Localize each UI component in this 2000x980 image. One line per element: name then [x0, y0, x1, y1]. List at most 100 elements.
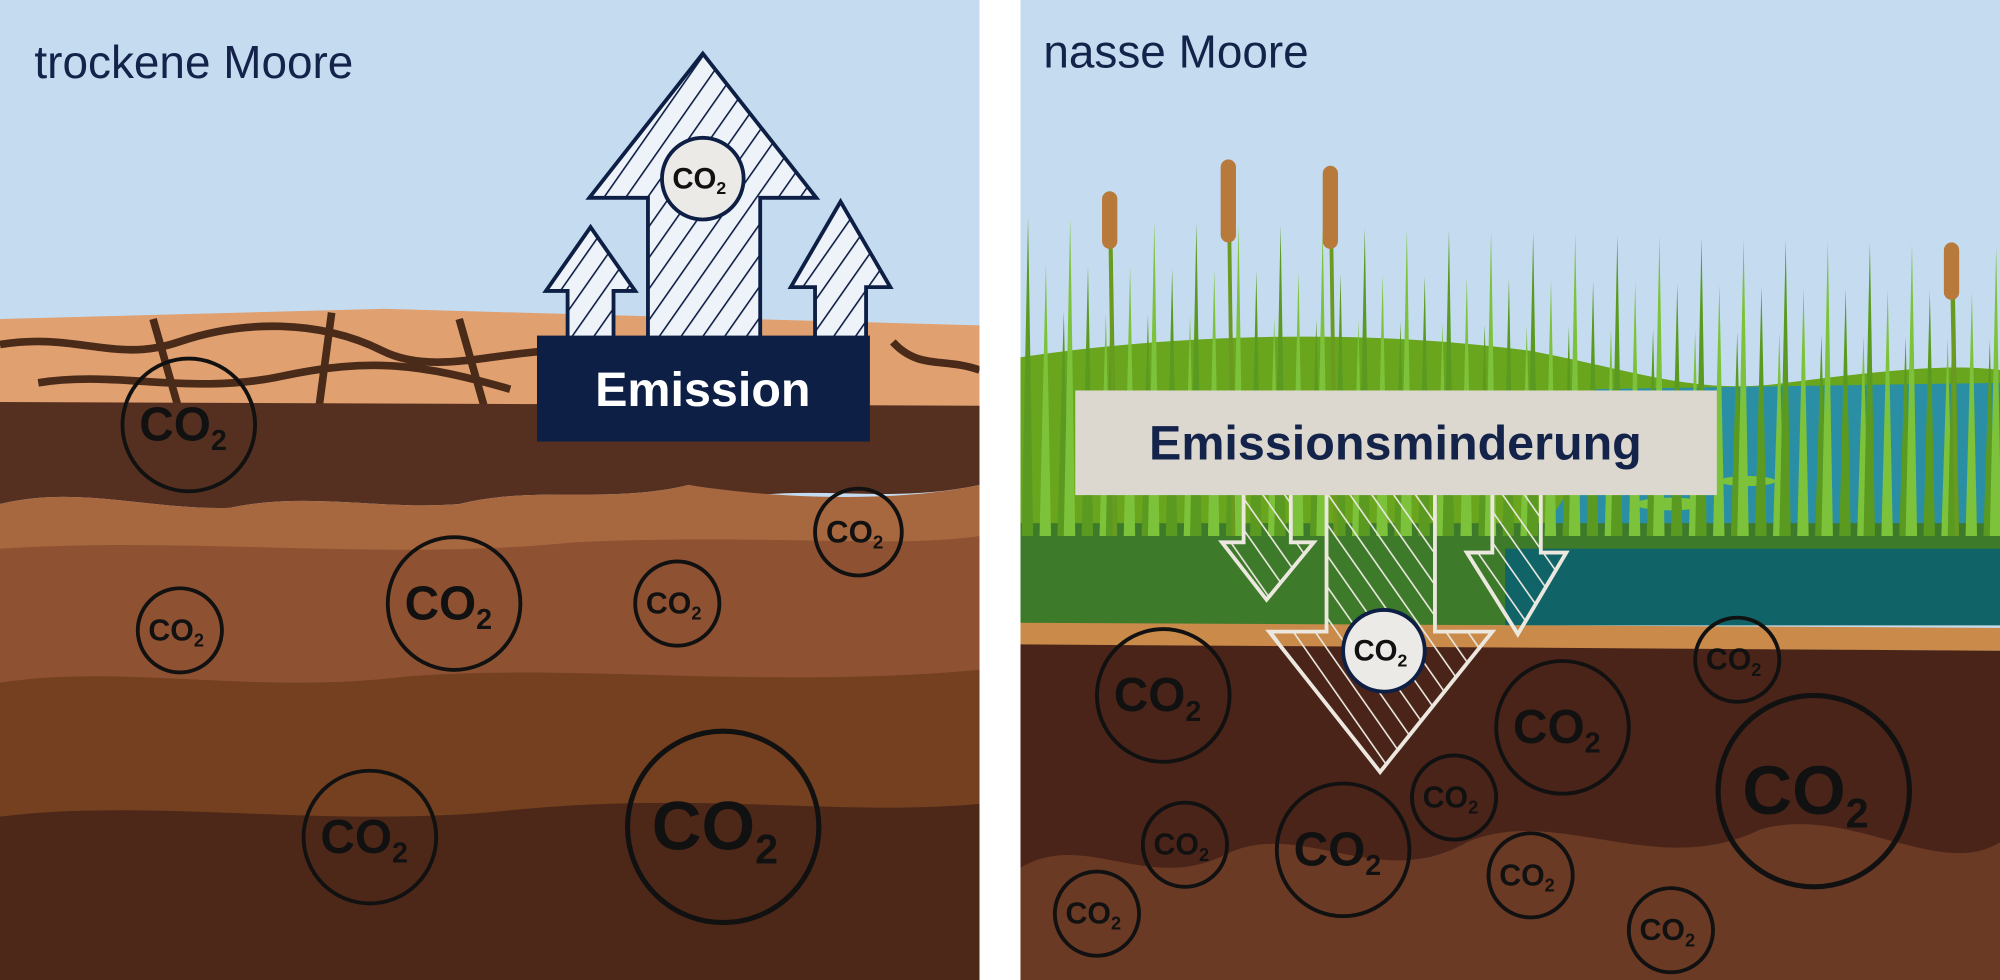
reduction-label: Emissionsminderung: [1149, 416, 1642, 470]
co2-circle: [625, 728, 822, 926]
co2-circle: [1052, 869, 1141, 958]
co2-circle: [633, 559, 722, 648]
co2-label: CO2: [646, 588, 702, 624]
reed-blade: [1989, 246, 2000, 536]
reed-blade: [1965, 292, 1978, 536]
co2-bubble: CO2: [813, 486, 904, 578]
reed-blade: [1063, 218, 1076, 536]
co2-main: CO: [652, 788, 755, 865]
co2-main: CO: [826, 514, 873, 549]
cattail-head: [1220, 159, 1236, 243]
co2-circle: [301, 768, 439, 906]
co2-circle: [1341, 608, 1427, 694]
co2-label: CO2: [1706, 644, 1762, 680]
cattail-head: [1102, 191, 1118, 249]
co2-bubble: CO2: [1140, 800, 1229, 889]
co2-label: CO2: [1114, 669, 1202, 728]
reed-blade: [1779, 239, 1791, 536]
co2-bubble: CO2: [1095, 627, 1232, 764]
co2-main: CO: [1640, 914, 1685, 947]
co2-subscript: 2: [1585, 728, 1601, 760]
co2-subscript: 2: [476, 604, 492, 636]
co2-circle: [1095, 627, 1232, 764]
co2-main: CO: [1742, 752, 1845, 829]
cattail-head: [1322, 165, 1339, 249]
co2-main: CO: [1154, 829, 1199, 862]
co2-label: CO2: [139, 399, 227, 458]
co2-bubble: CO2: [660, 135, 746, 222]
co2-subscript: 2: [1365, 850, 1381, 882]
co2-subscript: 2: [194, 630, 204, 650]
reed-blade: [1881, 289, 1893, 536]
co2-main: CO: [139, 399, 211, 452]
soil-layer-4: [0, 802, 980, 980]
co2-bubble: CO2: [301, 768, 439, 906]
co2-subscript: 2: [1685, 930, 1695, 950]
co2-main: CO: [1423, 782, 1468, 815]
co2-label: CO2: [826, 514, 883, 552]
reed-blade: [1839, 288, 1851, 536]
co2-circle: [135, 586, 224, 675]
co2-main: CO: [320, 811, 392, 864]
reed-blade: [1863, 242, 1875, 536]
co2-bubble: CO2: [135, 586, 224, 675]
co2-subscript: 2: [211, 425, 227, 457]
co2-circle: [1494, 659, 1631, 796]
co2-circle: [1626, 886, 1715, 975]
co2-bubble: CO2: [1715, 692, 1912, 890]
co2-main: CO: [1294, 824, 1366, 877]
co2-subscript: 2: [1111, 914, 1121, 934]
co2-label: CO2: [1066, 898, 1122, 934]
co2-circle: [1486, 831, 1575, 920]
reed-blade: [1821, 241, 1833, 536]
peat-lower-layer: [1020, 824, 2000, 980]
reed-blade: [1039, 264, 1052, 536]
co2-subscript: 2: [1545, 875, 1555, 895]
co2-bubble: CO2: [1626, 886, 1715, 975]
emission-label-box: [536, 335, 870, 442]
emission-label: Emission: [595, 363, 810, 417]
reed-blade: [1905, 243, 1918, 536]
panel-divider: [979, 0, 1021, 980]
co2-label: CO2: [1154, 829, 1210, 865]
co2-subscript: 2: [1185, 696, 1201, 728]
co2-bubble: CO2: [1410, 753, 1499, 842]
wet-peat-title: nasse Moore: [1043, 26, 1308, 78]
co2-bubble: CO2: [633, 559, 722, 648]
co2-main: CO: [1066, 898, 1111, 931]
co2-bubble: CO2: [385, 535, 523, 672]
reed-blade: [1737, 238, 1749, 536]
co2-bubble: CO2: [1494, 659, 1631, 796]
co2-subscript: 2: [755, 826, 778, 872]
co2-label: CO2: [320, 811, 408, 870]
co2-main: CO: [1114, 669, 1186, 722]
co2-label: CO2: [1353, 634, 1407, 670]
reed-blade: [1755, 285, 1767, 536]
co2-bubble: CO2: [1274, 781, 1412, 919]
co2-circle: [813, 486, 904, 578]
reed-blade: [1923, 290, 1935, 536]
co2-main: CO: [405, 577, 477, 630]
reed-blade: [1797, 287, 1809, 536]
co2-main: CO: [1499, 859, 1544, 892]
reed-blade: [1021, 216, 1034, 536]
co2-main: CO: [1513, 701, 1585, 754]
co2-label: CO2: [1513, 701, 1601, 760]
co2-label: CO2: [405, 577, 493, 636]
co2-circle: [1274, 781, 1412, 919]
co2-main: CO: [148, 614, 193, 647]
small-down-arrow-right: [1463, 489, 1570, 638]
dry-peat-title: trockene Moore: [34, 36, 353, 88]
co2-subscript: 2: [691, 604, 701, 624]
water-band: [1505, 548, 2000, 626]
co2-subscript: 2: [716, 178, 726, 198]
co2-subscript: 2: [1398, 650, 1408, 670]
co2-main: CO: [672, 162, 716, 195]
co2-main: CO: [1706, 644, 1751, 677]
co2-main: CO: [1353, 634, 1397, 667]
co2-label: CO2: [1499, 859, 1555, 895]
co2-circle: [660, 135, 746, 222]
dry-peat-panel: [0, 0, 980, 980]
co2-subscript: 2: [1846, 791, 1869, 837]
